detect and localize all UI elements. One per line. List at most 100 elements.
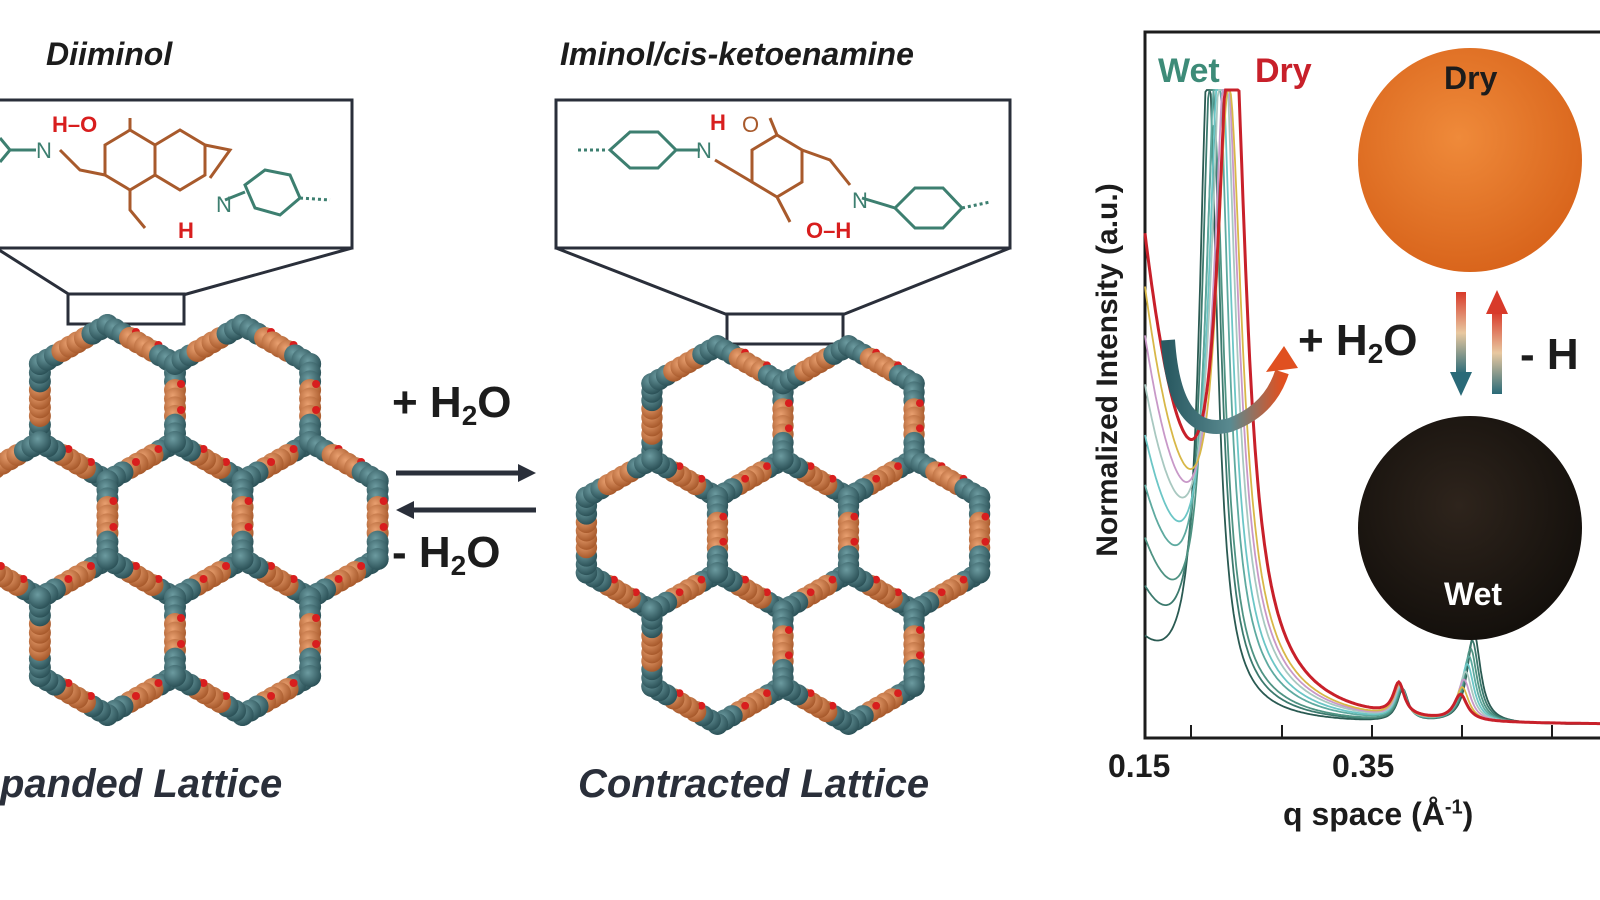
middle-lattice-model xyxy=(576,335,990,735)
lattice-atom xyxy=(707,562,728,583)
oxygen-atom xyxy=(872,702,880,710)
photo-dry-label: Dry xyxy=(1444,60,1497,97)
oxygen-atom xyxy=(380,523,388,531)
lattice-atom xyxy=(29,431,51,453)
middle-atom-oh: O–H xyxy=(806,218,851,244)
oxygen-atom xyxy=(916,424,924,432)
oxygen-atom xyxy=(850,538,858,546)
x-tick-label-1: 0.15 xyxy=(1108,748,1170,785)
oxygen-atom xyxy=(245,497,253,505)
oxygen-atom xyxy=(132,692,140,700)
oxygen-atom xyxy=(741,475,749,483)
oxygen-atom xyxy=(938,588,946,596)
middle-molecule-box xyxy=(556,100,1010,248)
oxygen-atom xyxy=(290,445,298,453)
oxygen-atom xyxy=(763,462,771,470)
oxygen-atom xyxy=(829,576,837,584)
photo-wet-label: Wet xyxy=(1444,576,1502,613)
oxygen-atom xyxy=(109,497,117,505)
lattice-atom xyxy=(299,665,321,687)
oxygen-atom xyxy=(177,614,185,622)
lattice-atom xyxy=(164,431,186,453)
lattice-atom xyxy=(29,587,51,609)
left-atom-n2: N xyxy=(216,192,232,218)
chart-xlabel: q space (Å-1) xyxy=(1283,796,1473,833)
lattice-atom xyxy=(367,548,389,570)
lattice-atom xyxy=(772,449,793,470)
oxygen-atom xyxy=(785,651,793,659)
oxygen-atom xyxy=(982,513,990,521)
oxygen-atom xyxy=(960,576,968,584)
oxygen-atom xyxy=(312,640,320,648)
legend-dry: Dry xyxy=(1255,52,1312,91)
oxygen-atom xyxy=(222,562,230,570)
oxygen-atom xyxy=(916,399,924,407)
oxygen-atom xyxy=(785,626,793,634)
oxygen-atom xyxy=(676,588,684,596)
middle-selection-box xyxy=(727,314,843,344)
oxygen-atom xyxy=(200,575,208,583)
left-selection-box xyxy=(68,294,184,324)
middle-atom-n2: N xyxy=(852,188,868,214)
lattice-atom xyxy=(641,600,662,621)
chart-ylabel: Normalized Intensity (a.u.) xyxy=(1091,183,1125,556)
lattice-atom xyxy=(232,548,254,570)
oxygen-atom xyxy=(807,588,815,596)
oxygen-atom xyxy=(312,406,320,414)
forward-arrow xyxy=(396,464,536,482)
left-atom-ho: H–O xyxy=(52,112,97,138)
left-atom-n1: N xyxy=(36,138,52,164)
oxygen-atom xyxy=(64,575,72,583)
oxygen-atom xyxy=(741,702,749,710)
wet-to-dry-arrow xyxy=(1486,290,1508,394)
lattice-atom xyxy=(772,676,793,697)
oxygen-atom xyxy=(245,523,253,531)
middle-atom-o: O xyxy=(742,112,759,138)
oxygen-atom xyxy=(872,475,880,483)
lattice-atom xyxy=(838,562,859,583)
oxygen-atom xyxy=(312,614,320,622)
oxygen-atom xyxy=(267,458,275,466)
oxygen-atom xyxy=(335,575,343,583)
oxygen-atom xyxy=(154,445,162,453)
oxygen-atom xyxy=(719,538,727,546)
oxygen-atom xyxy=(109,523,117,531)
dry-to-wet-arrow xyxy=(1450,292,1472,396)
oxygen-atom xyxy=(719,513,727,521)
inset-h2o-label: + H2O xyxy=(1298,316,1418,370)
oxygen-atom xyxy=(982,538,990,546)
lattice-atom xyxy=(164,665,186,687)
oxygen-atom xyxy=(380,497,388,505)
oxygen-atom xyxy=(850,513,858,521)
xrd-chart xyxy=(1145,32,1600,738)
oxygen-atom xyxy=(763,689,771,697)
oxygen-atom xyxy=(785,424,793,432)
oxygen-atom xyxy=(916,651,924,659)
left-atom-h: H xyxy=(178,218,194,244)
oxygen-atom xyxy=(87,562,95,570)
oxygen-atom xyxy=(154,679,162,687)
x-tick-label-2: 0.35 xyxy=(1332,748,1394,785)
reverse-arrow xyxy=(396,501,536,519)
oxygen-atom xyxy=(267,692,275,700)
oxygen-atom xyxy=(177,380,185,388)
middle-atom-n1: N xyxy=(696,138,712,164)
inset-minus-label: - H xyxy=(1520,330,1600,380)
oxygen-atom xyxy=(785,399,793,407)
oxygen-atom xyxy=(177,640,185,648)
oxygen-atom xyxy=(698,576,706,584)
oxygen-atom xyxy=(357,562,365,570)
lattice-atom xyxy=(969,562,990,583)
middle-atom-h: H xyxy=(710,110,726,136)
lattice-atom xyxy=(96,548,118,570)
left-lattice-model xyxy=(0,314,389,726)
oxygen-atom xyxy=(894,689,902,697)
lattice-atom xyxy=(641,449,662,470)
oxygen-atom xyxy=(894,462,902,470)
legend-wet: Wet xyxy=(1158,52,1220,91)
lattice-atom xyxy=(903,676,924,697)
oxygen-atom xyxy=(132,458,140,466)
oxygen-atom xyxy=(312,380,320,388)
oxygen-atom xyxy=(916,626,924,634)
oxygen-atom xyxy=(177,406,185,414)
